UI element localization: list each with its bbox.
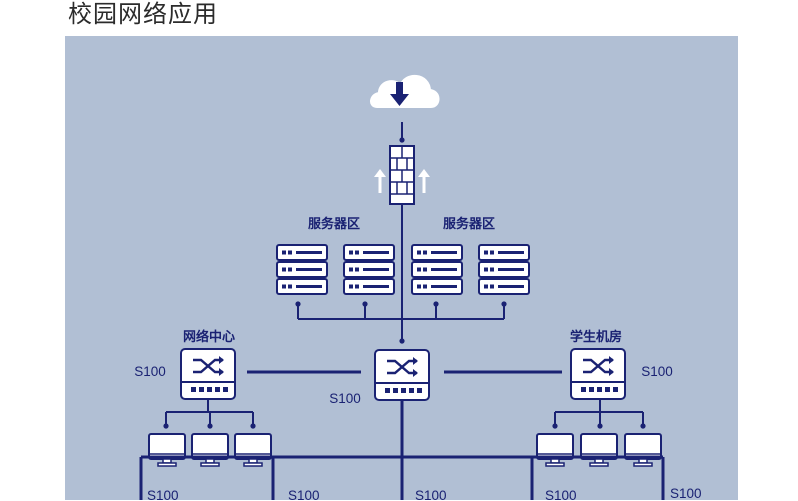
page-title: 校园网络应用 (68, 0, 218, 28)
connector-dot (399, 338, 405, 344)
network-center-pc-links (163, 400, 256, 429)
student-lab-pc-links (552, 400, 646, 429)
computer-icon (191, 433, 229, 467)
server-icon (277, 245, 327, 294)
computer-icon (536, 433, 574, 467)
access-switch-model: S100 (288, 488, 320, 500)
computer-icon (234, 433, 272, 467)
computer-icon (624, 433, 662, 467)
network-center-switch-icon (179, 347, 237, 401)
cloud-download-icon (370, 75, 440, 108)
access-switch-model: S100 (415, 488, 447, 500)
student-lab-label: 学生机房 (570, 329, 622, 345)
student-lab-switch-icon (569, 347, 627, 401)
core-switch-icon (373, 348, 431, 402)
computer-icon (580, 433, 618, 467)
firewall-icon (374, 145, 430, 205)
access-switch-model-outside: S100 (670, 486, 702, 501)
server-icon (479, 245, 529, 294)
connector-dot (399, 137, 405, 143)
network-diagram-svg: 服务器区 服务器区 S100 网络中心 S100 学生机房 (134, 75, 673, 500)
network-diagram: 服务器区 服务器区 S100 网络中心 S100 学生机房 (65, 36, 738, 500)
access-switch-model: S100 (545, 488, 577, 500)
server-icon (412, 245, 462, 294)
student-lab-switch-model: S100 (641, 364, 673, 379)
access-layer-lines (139, 455, 665, 500)
server-icon (344, 245, 394, 294)
server-zone-label-left: 服务器区 (308, 216, 360, 232)
access-switch-model: S100 (147, 488, 179, 500)
core-switch-model: S100 (329, 391, 361, 406)
network-center-switch-model: S100 (134, 364, 166, 379)
network-center-label: 网络中心 (183, 329, 235, 345)
server-zone-label-right: 服务器区 (443, 216, 495, 232)
computer-icon (148, 433, 186, 467)
